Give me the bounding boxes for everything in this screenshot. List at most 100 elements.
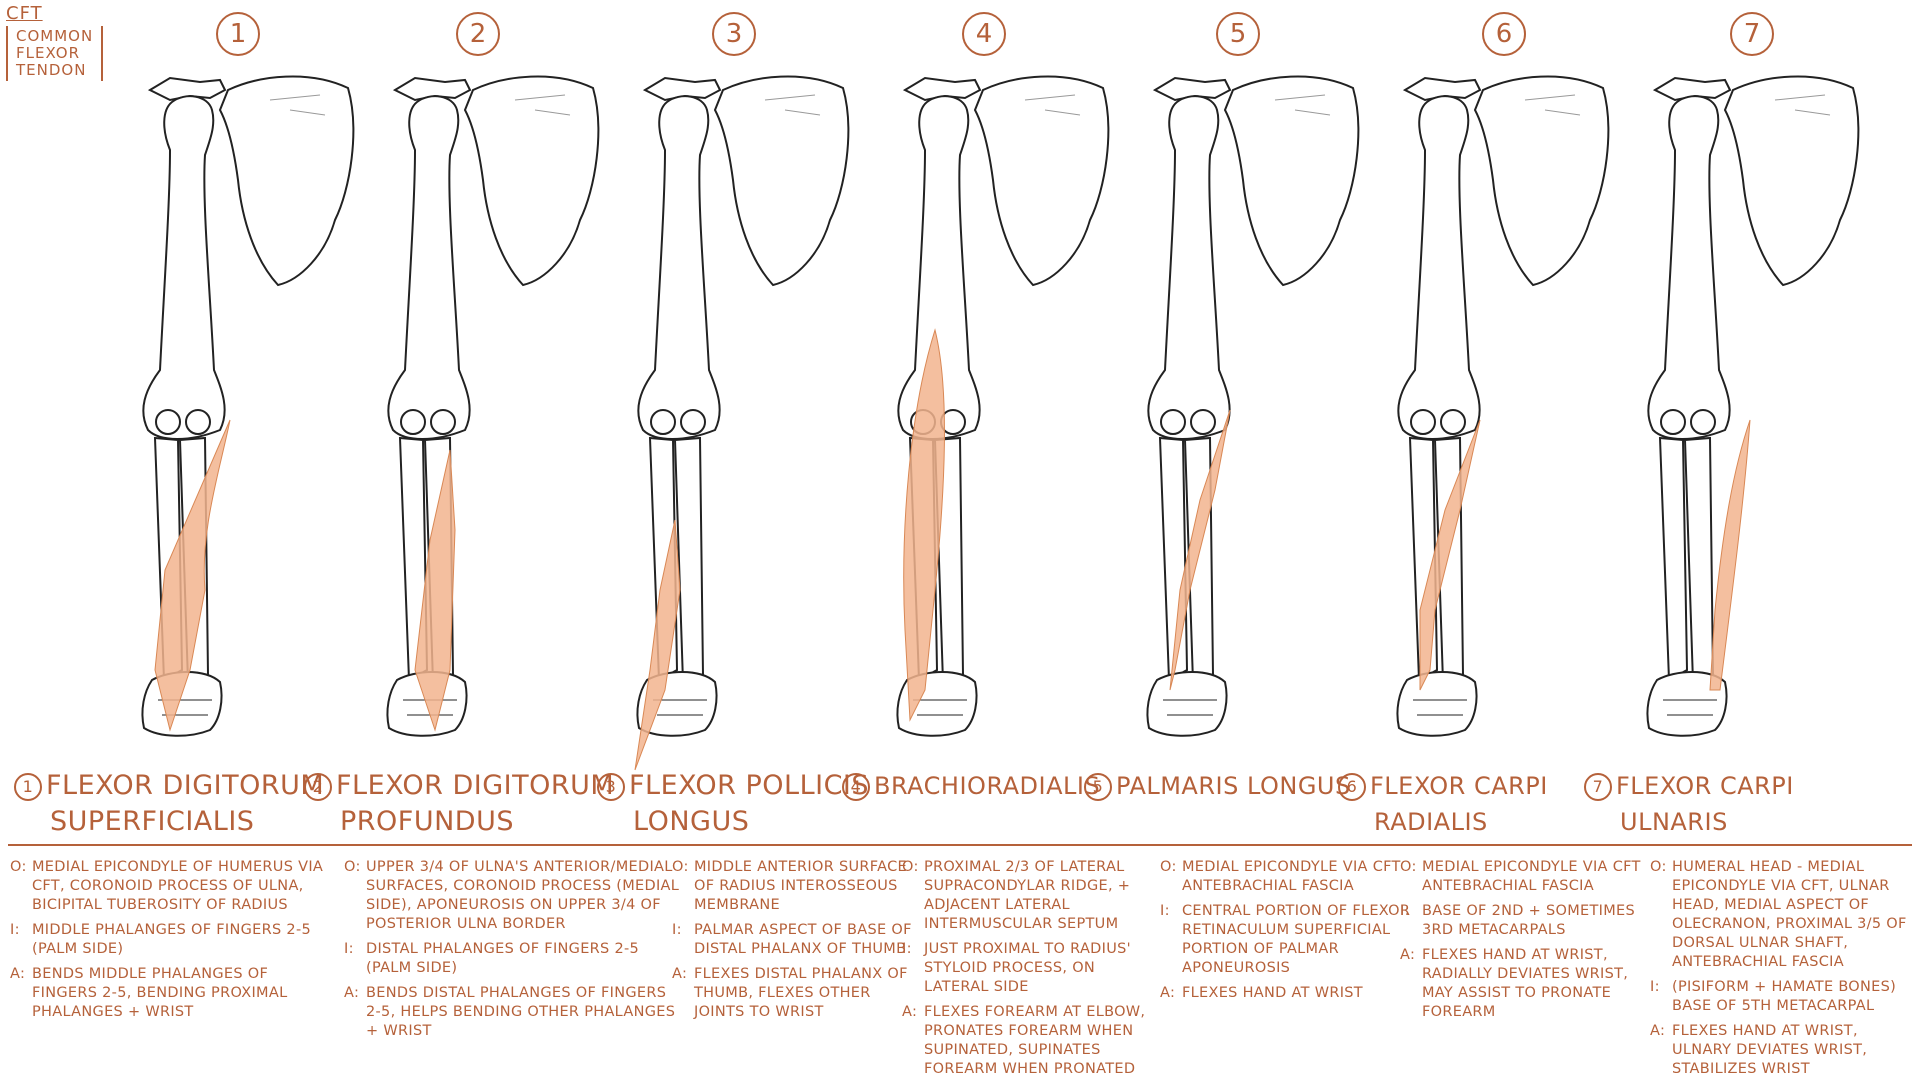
muscle-palmaris-longus [1169,409,1231,691]
muscle-flexor-digitorum-superficialis [154,419,231,732]
description-6: O: MEDIAL EPICONDYLE VIA CFT ANTEBRACHIAL… [1400,858,1660,1022]
action-key: A: [1160,985,1176,1001]
muscle-flexor-carpi-ulnaris [1709,419,1751,691]
panel-number-3: 3 [712,12,756,56]
arm-4 [896,75,1110,737]
action-key: A: [672,966,688,982]
origin-key: O: [1650,859,1667,875]
description-4: O: PROXIMAL 2/3 OF LATERAL SUPRACONDYLAR … [902,858,1164,1079]
insertion-key: I: [1160,903,1170,919]
action-text-6: FLEXES HAND AT WRIST, RADIALLY DEVIATES … [1422,947,1629,1020]
muscle-number-3: 3 [597,772,625,801]
panel-number-5: 5 [1216,12,1260,56]
origin-text-3: MIDDLE ANTERIOR SURFACE OF RADIUS INTERO… [694,859,907,913]
muscle-brachioradialis [903,328,945,722]
arm-6 [1396,75,1610,737]
arm-2 [386,75,600,737]
panel-number-2: 2 [456,12,500,56]
muscle-name-3-line2: LONGUS [633,806,750,837]
action-key: A: [1650,1023,1666,1039]
insertion-text-5: CENTRAL PORTION OF FLEXOR RETINACULUM SU… [1182,903,1411,976]
action-text-2: BENDS DISTAL PHALANGES OF FINGERS 2-5, H… [366,985,676,1039]
muscle-name-1-line2: SUPERFICIALIS [50,806,255,837]
muscle-flexor-carpi-radialis [1419,419,1481,691]
action-key: A: [344,985,360,1001]
origin-key: O: [1400,859,1417,875]
insertion-text-2: DISTAL PHALANGES OF FINGERS 2-5 (PALM SI… [366,941,640,976]
action-key: A: [902,1004,918,1020]
key-line-1: COMMON [16,27,94,45]
arm-5 [1146,75,1360,737]
panel-number-7: 7 [1730,12,1774,56]
muscle-number-4: 4 [842,773,870,801]
insertion-key: I: [344,941,354,957]
insertion-text-4: JUST PROXIMAL TO RADIUS' STYLOID PROCESS… [924,941,1131,995]
origin-key: O: [1160,859,1177,875]
origin-key: O: [672,859,689,875]
description-2: O: UPPER 3/4 OF ULNA'S ANTERIOR/MEDIAL SU… [344,858,684,1041]
origin-key: O: [902,859,919,875]
action-key: A: [1400,947,1416,963]
key-line-3: TENDON [16,61,87,79]
muscle-name-6-line1: FLEXOR CARPI [1370,772,1548,800]
muscle-number-1: 1 [14,772,42,801]
panel-number-6: 6 [1482,12,1526,56]
action-text-7: FLEXES HAND AT WRIST, ULNARY DEVIATES WR… [1672,1023,1868,1077]
muscle-name-5-line1: PALMARIS LONGUS [1116,772,1351,800]
action-text-1: BENDS MIDDLE PHALANGES OF FINGERS 2-5, B… [32,966,288,1020]
insertion-key: I: [1650,979,1660,995]
insertion-text-1: MIDDLE PHALANGES OF FINGERS 2-5 (PALM SI… [32,922,312,957]
muscle-flexor-pollicis-longus [634,519,681,771]
muscle-flexor-digitorum-profundus [414,449,456,732]
origin-text-7: HUMERAL HEAD - MEDIAL EPICONDYLE VIA CFT… [1672,859,1907,970]
insertion-text-6: BASE OF 2ND + SOMETIMES 3RD METACARPALS [1422,903,1636,938]
origin-text-2: UPPER 3/4 OF ULNA'S ANTERIOR/MEDIAL SURF… [366,859,680,932]
key-line-2: FLEXOR [16,44,81,62]
section-divider [8,844,1912,846]
muscle-name-1-line1: FLEXOR DIGITORUM [46,770,325,801]
arm-3 [634,75,850,771]
description-5: O:MEDIAL EPICONDYLE VIA CFT ANTEBRACHIAL… [1160,858,1425,1003]
muscle-name-3-line1: FLEXOR POLLICIS [629,770,870,801]
action-key: A: [10,966,26,982]
key-bracket: COMMON FLEXOR TENDON [6,26,104,81]
origin-text-4: PROXIMAL 2/3 OF LATERAL SUPRACONDYLAR RI… [924,859,1131,932]
action-text-4: FLEXES FOREARM AT ELBOW, PRONATES FOREAR… [924,1004,1146,1077]
muscle-name-2-line2: PROFUNDUS [340,806,514,837]
muscle-number-2: 2 [304,772,332,801]
key-abbr: CFT [6,3,43,24]
action-text-5: FLEXES HAND AT WRIST [1182,985,1363,1001]
insertion-text-7: (PISIFORM + HAMATE BONES) BASE OF 5TH ME… [1672,979,1897,1014]
muscle-number-6: 6 [1338,773,1366,801]
origin-key: O: [344,859,361,875]
origin-text-6: MEDIAL EPICONDYLE VIA CFT ANTEBRACHIAL F… [1422,859,1641,894]
insertion-key: I: [10,922,20,938]
insertion-key: I: [902,941,912,957]
muscle-number-5: 5 [1084,773,1112,801]
muscle-name-7-line2: ULNARIS [1620,808,1728,836]
origin-text-1: MEDIAL EPICONDYLE OF HUMERUS VIA CFT, CO… [32,859,324,913]
origin-key: O: [10,859,27,875]
origin-text-5: MEDIAL EPICONDYLE VIA CFT ANTEBRACHIAL F… [1182,859,1401,894]
muscle-name-6-line2: RADIALIS [1374,808,1488,836]
description-3: O:MIDDLE ANTERIOR SURFACE OF RADIUS INTE… [672,858,922,1022]
panel-number-1: 1 [216,12,260,56]
muscle-name-2-line1: FLEXOR DIGITORUM [336,770,615,801]
muscle-number-7: 7 [1584,773,1612,801]
muscle-name-4-line1: BRACHIORADIALIS [874,772,1101,800]
arm-7 [1646,75,1860,737]
arm-1 [141,75,355,737]
insertion-key: I: [1400,903,1410,919]
description-7: O: HUMERAL HEAD - MEDIAL EPICONDYLE VIA C… [1650,858,1912,1079]
insertion-text-3: PALMAR ASPECT OF BASE OF DISTAL PHALANX … [694,922,912,957]
action-text-3: FLEXES DISTAL PHALANX OF THUMB, FLEXES O… [694,966,908,1020]
abbreviation-key: CFT COMMON FLEXOR TENDON [6,3,104,81]
